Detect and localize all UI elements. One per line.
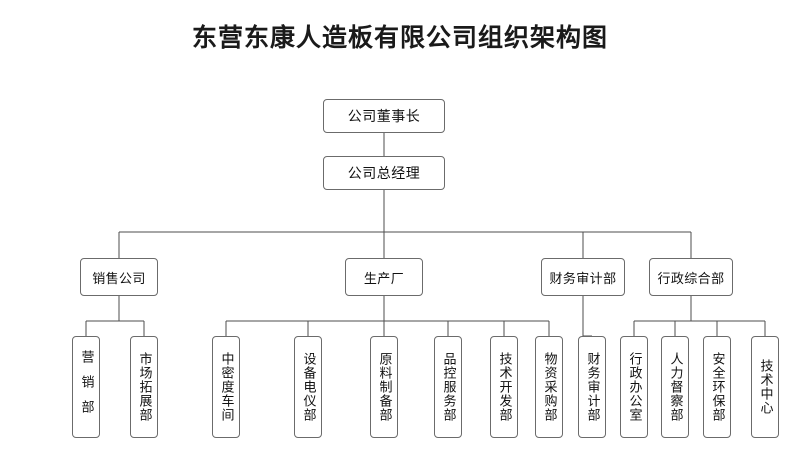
org-node-label: 生产厂	[363, 271, 405, 287]
org-node-n6[interactable]: 营销部	[72, 336, 100, 438]
org-node-n14[interactable]: 财务审计部	[578, 336, 606, 438]
org-node-label: 公司总经理	[347, 166, 421, 182]
org-node-n17[interactable]: 安全环保部	[703, 336, 731, 438]
org-node-n5[interactable]: 行政综合部	[649, 258, 733, 296]
org-node-label: 原料制备部	[376, 352, 392, 422]
org-node-label: 安全环保部	[709, 352, 725, 422]
org-node-n2[interactable]: 销售公司	[80, 258, 158, 296]
org-node-n11[interactable]: 品控服务部	[434, 336, 462, 438]
org-node-label: 品控服务部	[440, 352, 456, 422]
org-node-label: 物资采购部	[541, 352, 557, 422]
org-node-n8[interactable]: 中密度车间	[212, 336, 240, 438]
org-node-n3[interactable]: 生产厂	[345, 258, 423, 296]
org-node-n10[interactable]: 原料制备部	[370, 336, 398, 438]
org-node-n7[interactable]: 市场拓展部	[130, 336, 158, 438]
org-node-n16[interactable]: 人力督察部	[661, 336, 689, 438]
org-node-label: 市场拓展部	[136, 352, 152, 422]
org-node-n13[interactable]: 物资采购部	[535, 336, 563, 438]
org-node-n1[interactable]: 公司总经理	[323, 156, 445, 190]
org-node-n18[interactable]: 技术中心	[751, 336, 779, 438]
org-node-n4[interactable]: 财务审计部	[541, 258, 625, 296]
org-node-label: 公司董事长	[347, 109, 421, 125]
org-node-label: 销售公司	[92, 271, 146, 287]
org-node-label: 设备电仪部	[300, 352, 316, 422]
org-node-n9[interactable]: 设备电仪部	[294, 336, 322, 438]
org-node-n0[interactable]: 公司董事长	[323, 99, 445, 133]
org-node-label: 行政办公室	[626, 352, 642, 422]
org-node-label: 财务审计部	[584, 352, 600, 422]
org-node-label: 财务审计部	[549, 271, 617, 287]
org-node-label: 中密度车间	[218, 352, 234, 422]
org-node-label: 人力督察部	[667, 352, 683, 422]
org-node-label: 技术开发部	[496, 352, 512, 422]
page-title: 东营东康人造板有限公司组织架构图	[191, 23, 608, 52]
org-node-label: 技术中心	[757, 359, 773, 415]
org-node-label: 行政综合部	[657, 271, 725, 287]
org-node-label: 营销部	[78, 349, 94, 425]
org-node-n12[interactable]: 技术开发部	[490, 336, 518, 438]
org-node-n15[interactable]: 行政办公室	[620, 336, 648, 438]
